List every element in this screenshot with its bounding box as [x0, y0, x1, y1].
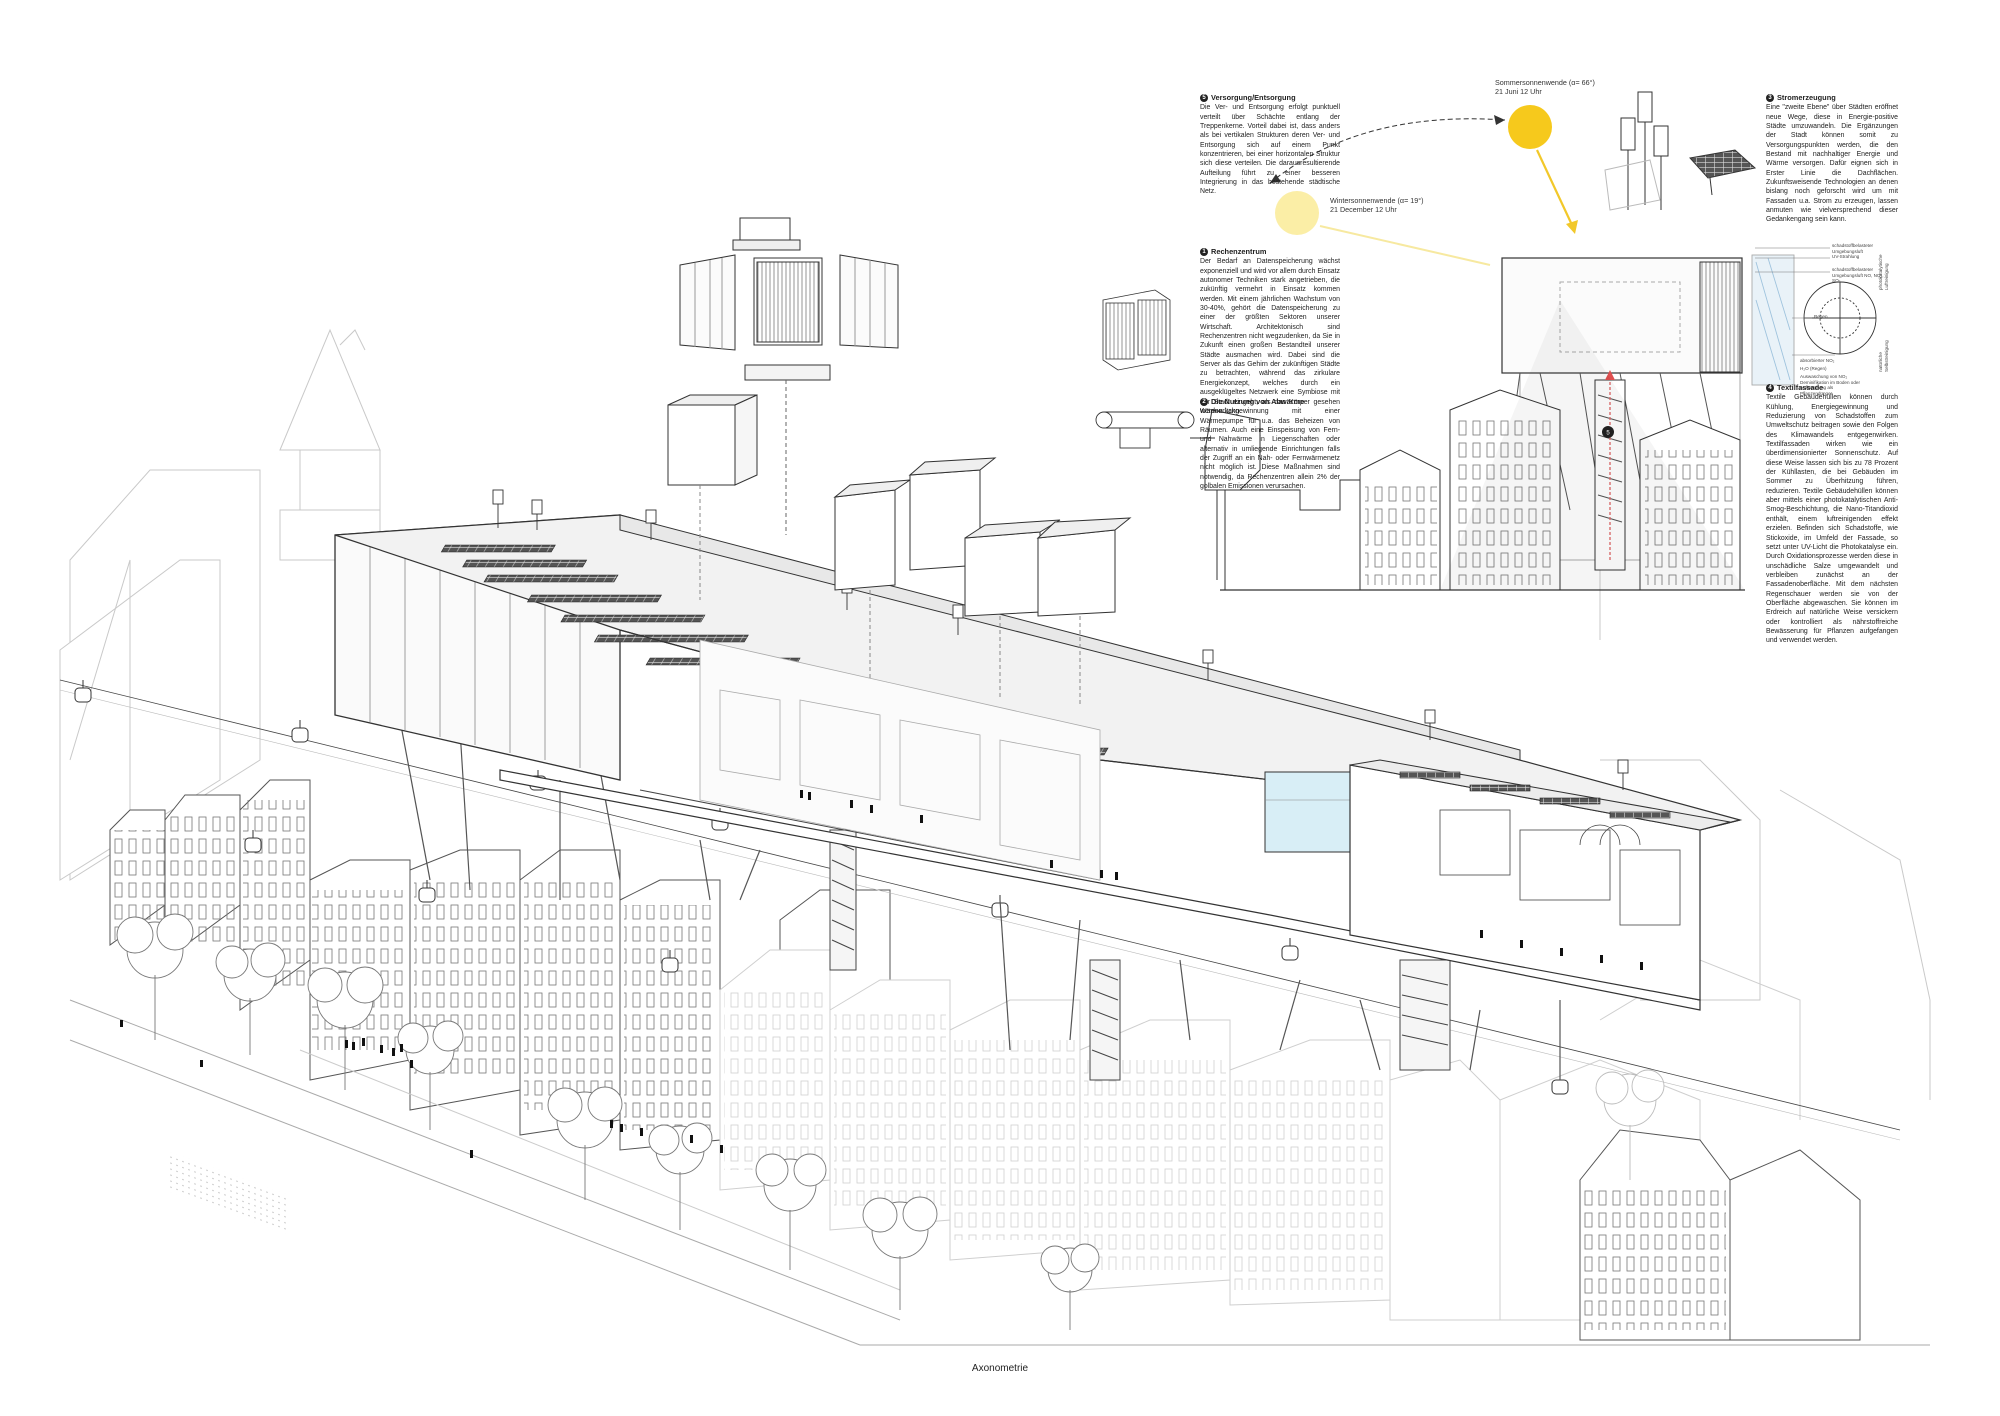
floating-box	[667, 394, 758, 486]
label-polluted-air: schadstoffbelasteter Umgebungsluft	[1832, 243, 1874, 254]
floating-box	[1036, 517, 1132, 617]
tree	[215, 942, 286, 1055]
tree	[547, 1086, 623, 1200]
tree	[116, 913, 194, 1040]
label-side-2: natürliche Selbstreinigung	[1878, 340, 1889, 372]
cable-car-line	[59, 679, 1901, 1141]
summer-sun	[1508, 105, 1552, 149]
label-pollutants: schadstoffbelasteter Umgebungsluft NO, N…	[1832, 267, 1884, 284]
wind-turbine	[645, 509, 657, 540]
tree	[397, 1020, 464, 1130]
floating-box	[908, 457, 997, 571]
gondola	[418, 880, 436, 903]
stair-cores	[829, 829, 1451, 1081]
note-title: Rechenzentrum	[1211, 247, 1267, 256]
note-body: Eine "zweite Ebene" über Städten eröffne…	[1766, 104, 1898, 224]
label-water: H₂O (Regen)	[1800, 366, 1827, 371]
note-title: Textilfassade	[1777, 383, 1824, 392]
note-title: Stromerzeugung	[1777, 93, 1836, 102]
people	[120, 1020, 723, 1158]
summer-solstice-title: Sommersonnenwende (α= 66°)	[1495, 78, 1595, 87]
summer-solstice-label: Sommersonnenwende (α= 66°) 21 Juni 12 Uh…	[1495, 78, 1635, 96]
label-uv: UV-Strahlung	[1832, 254, 1860, 259]
gondola	[291, 720, 309, 743]
corner-building	[1579, 1129, 1861, 1341]
winter-solstice-title: Wintersonnenwende (α= 19°)	[1330, 196, 1424, 205]
note-title: Die Nutzung von Abwärme	[1211, 397, 1305, 406]
heat-pump-icon	[1095, 411, 1215, 449]
faded-townhouses	[719, 949, 1801, 1321]
summer-solstice-date: 21 Juni 12 Uhr	[1495, 87, 1542, 96]
note-title: Versorgung/Entsorgung	[1211, 93, 1296, 102]
label-absorbed: absorbierter NO₂	[1800, 358, 1835, 363]
wind-turbine	[952, 604, 964, 635]
winter-sun	[1275, 191, 1319, 235]
exploded-modules	[667, 217, 1132, 705]
sun-path-diagram	[1269, 105, 1578, 266]
note-number-badge: 3	[1766, 93, 1774, 102]
label-washout: Auswaschung von NO₂ Deminifikation im Bo…	[1800, 374, 1861, 396]
note-body: Textile Gebäudehüllen können durch Kühlu…	[1766, 394, 1898, 645]
wind-turbine	[1617, 759, 1629, 790]
tree	[648, 1122, 713, 1230]
summer-sun-ray	[1536, 149, 1573, 226]
support-columns	[399, 719, 1561, 1080]
elevated-megastructure	[334, 489, 1743, 1081]
pool-glass	[1264, 771, 1356, 853]
tree	[1040, 1243, 1100, 1330]
note-body: Wärmerückgewinnung mit einer Wärmepumpe …	[1200, 408, 1340, 491]
note-body: Der Bedarf an Datenspeicherung wächst ex…	[1200, 258, 1340, 415]
photocatalysis-diagram	[1751, 254, 1877, 386]
gondola	[661, 950, 679, 973]
floating-box	[833, 479, 911, 591]
svg-text:5: 5	[1606, 431, 1610, 437]
tree	[862, 1196, 938, 1310]
winter-solstice-date: 21 December 12 Uhr	[1330, 205, 1397, 214]
note-number-badge: 2	[1200, 397, 1208, 406]
label-rain: Regen	[1814, 314, 1828, 319]
drawing-caption: Axonometrie	[971, 1363, 1029, 1374]
glass-interior	[699, 639, 1101, 881]
note-number-badge: 1	[1200, 247, 1208, 256]
note-number-badge: 5	[1200, 93, 1208, 102]
sun-arc-arrow	[1269, 118, 1506, 184]
background-context-buildings	[59, 328, 1931, 1100]
wind-turbine	[492, 489, 504, 528]
wind-turbine	[1424, 709, 1436, 740]
street-trees	[116, 913, 1665, 1330]
gondola	[74, 680, 92, 703]
tree	[1595, 1069, 1665, 1180]
server-module-exploded	[679, 217, 899, 535]
facade-section-diagram: 5	[1095, 247, 1877, 591]
server-rack-icon	[1102, 289, 1171, 371]
street	[69, 999, 1930, 1346]
label-side-1: photokatalytische Luftreinigung	[1878, 254, 1889, 291]
note-number-badge: 4	[1766, 383, 1774, 392]
gondola	[244, 830, 262, 853]
gondola	[1281, 938, 1299, 961]
winter-solstice-label: Wintersonnenwende (α= 19°) 21 December 1…	[1330, 196, 1470, 214]
wind-turbine	[1202, 649, 1214, 680]
winter-sun-ray	[1319, 225, 1491, 266]
turbine-solar-icons	[1604, 91, 1757, 211]
tree	[307, 966, 384, 1090]
tree	[755, 1153, 827, 1270]
note-body: Die Ver- und Entsorgung erfolgt punktuel…	[1200, 104, 1340, 196]
wind-turbine	[531, 499, 543, 530]
